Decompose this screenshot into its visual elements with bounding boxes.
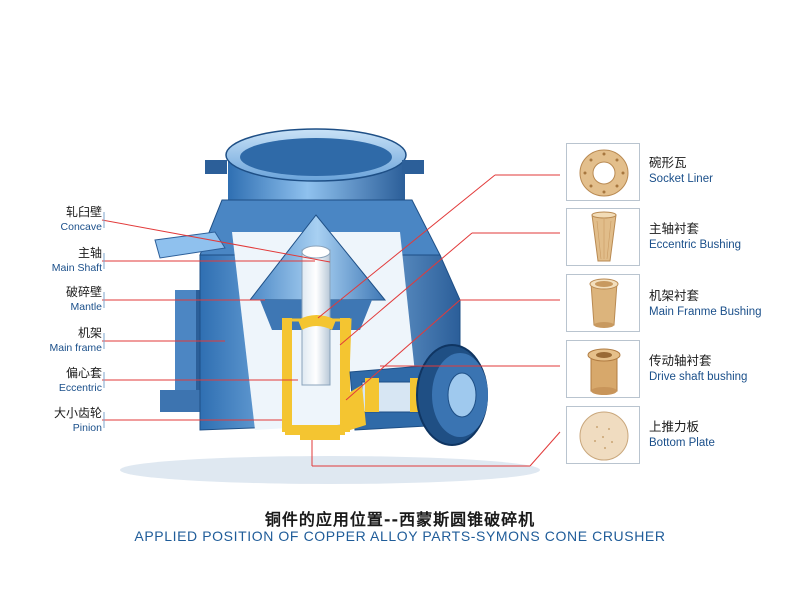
label-eccentric: 偏心套 Eccentric bbox=[58, 366, 102, 394]
label-pinion: 大小齿轮 Pinion bbox=[53, 406, 102, 434]
diagram-title-cn: 铜件的应用位置--西蒙斯圆锥破碎机 bbox=[264, 510, 536, 529]
main-frame-bushing-icon bbox=[589, 278, 619, 328]
socket-liner-icon bbox=[579, 149, 629, 197]
part-card-drive-shaft-bushing bbox=[566, 340, 640, 398]
part-card-eccentric-bushing bbox=[566, 208, 640, 266]
part-card-socket-liner bbox=[566, 143, 640, 201]
label-main-frame: 机架 Main frame bbox=[49, 326, 102, 354]
part-card-bottom-plate bbox=[566, 406, 640, 464]
part-card-main-frame-bushing bbox=[566, 274, 640, 332]
part-label-bottom-plate: 上推力板 Bottom Plate bbox=[649, 419, 715, 449]
part-label-socket-liner: 碗形瓦 Socket Liner bbox=[649, 155, 713, 185]
eccentric-bushing-icon bbox=[591, 211, 617, 262]
part-label-drive-shaft-bushing: 传动轴衬套 Drive shaft bushing bbox=[649, 353, 748, 383]
left-leader-lines bbox=[101, 219, 331, 421]
right-leader-lines bbox=[311, 174, 561, 467]
drive-shaft-bushing-icon bbox=[587, 348, 621, 395]
label-mantle: 破碎壁 Mantle bbox=[65, 285, 102, 313]
part-label-eccentric-bushing: 主轴衬套 Eccentric Bushing bbox=[649, 221, 742, 251]
bottom-plate-icon bbox=[579, 411, 629, 461]
label-concave: 轧臼壁 Concave bbox=[60, 205, 102, 233]
part-label-main-frame-bushing: 机架衬套 Main Franme Bushing bbox=[649, 288, 762, 318]
diagram-title-en: APPLIED POSITION OF COPPER ALLOY PARTS-S… bbox=[134, 528, 666, 544]
label-main-shaft: 主轴 Main Shaft bbox=[51, 246, 102, 274]
